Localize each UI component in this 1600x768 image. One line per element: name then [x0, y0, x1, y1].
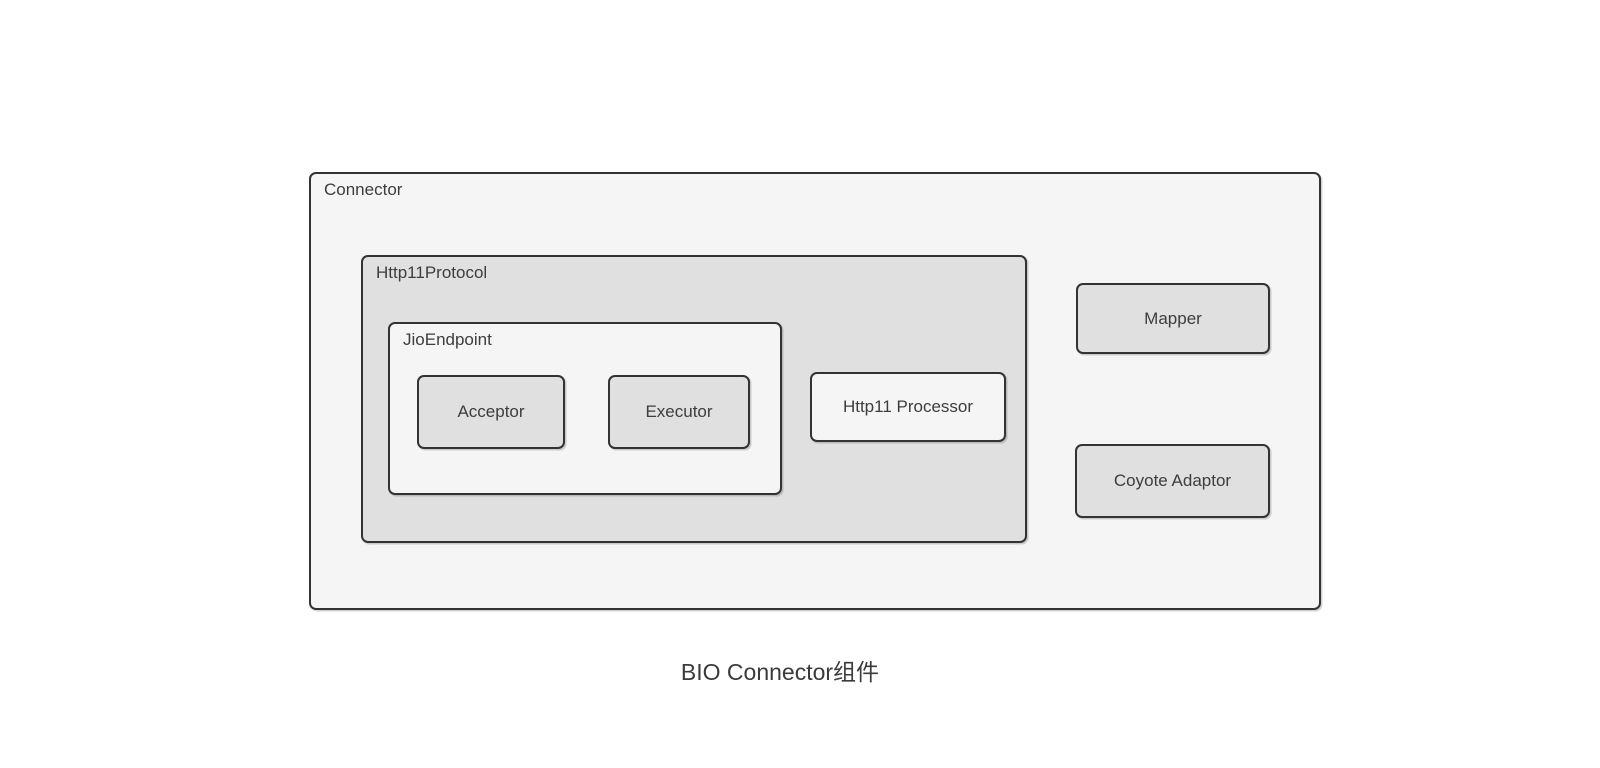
http11protocol-group-label: Http11Protocol	[376, 263, 488, 282]
coyote-adaptor-node-label: Coyote Adaptor	[1113, 471, 1232, 490]
mapper-node: Mapper	[1076, 283, 1270, 354]
executor-node: Executor	[608, 375, 750, 449]
http11-processor-node: Http11 Processor	[810, 372, 1006, 442]
jioendpoint-group-label: JioEndpoint	[403, 330, 492, 349]
executor-node-label: Executor	[645, 402, 713, 421]
mapper-node-label: Mapper	[1144, 308, 1202, 328]
connector-group-label: Connector	[324, 180, 403, 199]
acceptor-node: Acceptor	[417, 375, 565, 449]
diagram-caption: BIO Connector组件	[680, 659, 880, 685]
coyote-adaptor-node: Coyote Adaptor	[1075, 444, 1270, 518]
http11-processor-node-label: Http11 Processor	[842, 397, 974, 416]
acceptor-node-label: Acceptor	[457, 402, 525, 421]
